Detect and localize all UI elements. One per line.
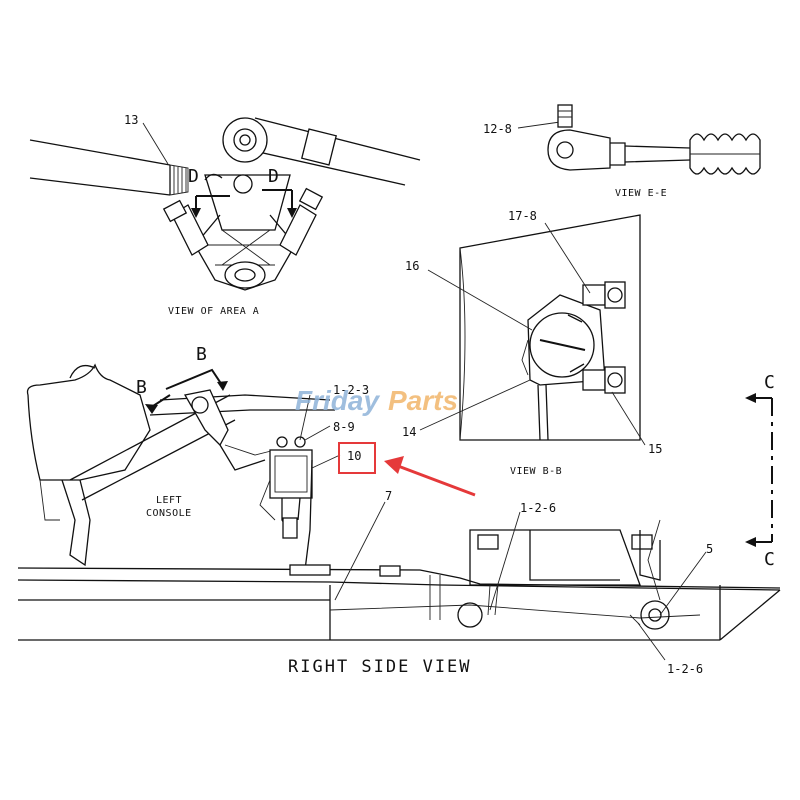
- callout-12-8: 12-8: [483, 122, 512, 136]
- left-console-label-2: CONSOLE: [146, 508, 192, 519]
- section-c-top: C: [764, 372, 775, 393]
- section-b-left: B: [136, 377, 147, 398]
- highlight-annotation: [338, 442, 476, 497]
- highlight-box: [338, 442, 376, 474]
- callout-5: 5: [706, 542, 713, 556]
- watermark-text-2: Parts: [388, 385, 458, 416]
- right-side-view: B B LEFT CONSOLE: [17, 344, 781, 677]
- watermark-logo: Friday Parts: [295, 385, 458, 416]
- callout-1-2-6-bottom: 1-2-6: [667, 662, 703, 676]
- callout-14: 14: [402, 425, 416, 439]
- callout-8-9: 8-9: [333, 420, 355, 434]
- view-b-b: 17-8 16 14 15 VIEW B-B: [402, 209, 662, 477]
- left-console-label-1: LEFT: [156, 495, 182, 506]
- callout-10: 10: [347, 449, 361, 463]
- section-b-top: B: [196, 344, 207, 365]
- highlight-arrowhead: [384, 456, 404, 474]
- section-c-c: C C: [745, 372, 775, 570]
- view-of-area-a-title: VIEW OF AREA A: [168, 306, 259, 317]
- section-c-bottom: C: [764, 549, 775, 570]
- callout-16: 16: [405, 259, 419, 273]
- callout-1-2-6-top: 1-2-6: [520, 501, 556, 515]
- view-e-e-title: VIEW E-E: [615, 188, 667, 199]
- view-b-b-title: VIEW B-B: [510, 466, 562, 477]
- callout-1-2-3: 1-2-3: [333, 383, 369, 397]
- callout-7: 7: [385, 489, 392, 503]
- view-of-area-a: D D 13 VIEW OF AREA A: [29, 113, 421, 317]
- section-d-right: D: [268, 166, 279, 187]
- section-d-left: D: [188, 166, 199, 187]
- callout-13: 13: [124, 113, 138, 127]
- watermark-text-1: Friday: [295, 385, 380, 416]
- right-side-view-title: RIGHT SIDE VIEW: [288, 657, 472, 677]
- view-e-e: 12-8 VIEW E-E: [483, 104, 761, 199]
- callout-17-8: 17-8: [508, 209, 537, 223]
- highlight-arrow: [397, 464, 476, 497]
- callout-15: 15: [648, 442, 662, 456]
